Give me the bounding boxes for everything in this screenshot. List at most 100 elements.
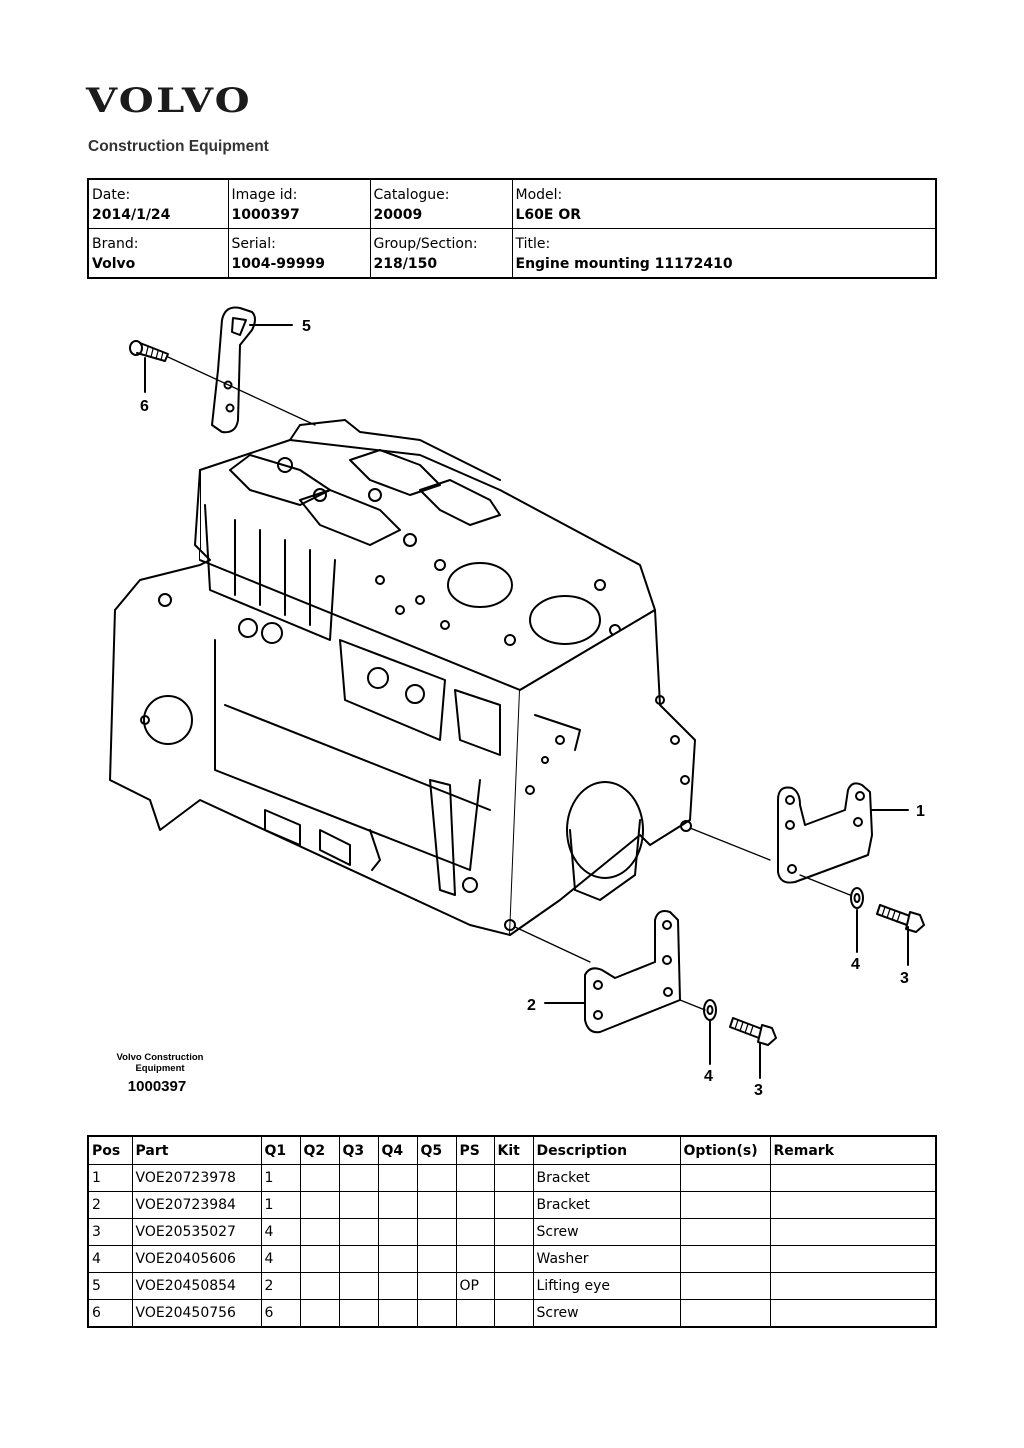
cell-ps <box>455 1245 495 1273</box>
table-row: 2 VOE20723984 1 Bracket <box>87 1191 937 1219</box>
parts-table-header: Pos Part Q1 Q2 Q3 Q4 Q5 PS Kit Descripti… <box>87 1135 937 1165</box>
cell-ps <box>455 1299 495 1328</box>
callout-2: 2 <box>527 997 536 1014</box>
cell-remark <box>769 1272 937 1300</box>
bracket-1 <box>777 782 873 884</box>
cell-part: VOE20405606 <box>131 1245 262 1273</box>
cell-q2 <box>299 1218 340 1246</box>
image-id-cell: Image id: 1000397 <box>227 178 371 229</box>
cell-remark <box>769 1218 937 1246</box>
callout-5: 5 <box>302 318 311 335</box>
cell-q4 <box>377 1299 418 1328</box>
cell-q5 <box>416 1218 457 1246</box>
leader-lines <box>144 324 909 1079</box>
col-q5: Q5 <box>416 1135 457 1165</box>
col-pos: Pos <box>87 1135 133 1165</box>
cell-ps <box>455 1218 495 1246</box>
title-label: Title: <box>515 236 551 252</box>
callout-6: 6 <box>140 398 149 415</box>
image-id-label: Image id: <box>231 187 298 203</box>
group-value: 218/150 <box>373 256 438 272</box>
col-options: Option(s) <box>679 1135 771 1165</box>
cell-q4 <box>377 1191 418 1219</box>
cell-q3 <box>338 1299 379 1328</box>
logo-subtitle: Construction Equipment <box>88 138 269 155</box>
cell-pos: 1 <box>87 1164 133 1192</box>
cell-description: Screw <box>532 1299 681 1328</box>
cell-description: Washer <box>532 1245 681 1273</box>
col-ps: PS <box>455 1135 495 1165</box>
washer-upper <box>850 887 864 909</box>
cell-options <box>679 1218 771 1246</box>
cell-options <box>679 1245 771 1273</box>
table-row: 1 VOE20723978 1 Bracket <box>87 1164 937 1192</box>
model-label: Model: <box>515 187 563 203</box>
catalogue-cell: Catalogue: 20009 <box>369 178 513 229</box>
col-remark: Remark <box>769 1135 937 1165</box>
col-q3: Q3 <box>338 1135 379 1165</box>
cell-pos: 4 <box>87 1245 133 1273</box>
cell-q3 <box>338 1245 379 1273</box>
cell-q1: 6 <box>260 1299 301 1328</box>
cell-kit <box>493 1245 534 1273</box>
cell-remark <box>769 1245 937 1273</box>
cell-description: Bracket <box>532 1164 681 1192</box>
cell-kit <box>493 1218 534 1246</box>
cell-q2 <box>299 1191 340 1219</box>
screw-3-upper <box>876 904 925 933</box>
brand-cell: Brand: Volvo <box>87 228 229 279</box>
group-cell: Group/Section: 218/150 <box>369 228 513 279</box>
screw-3-lower <box>729 1017 777 1046</box>
bracket-2 <box>584 910 681 1034</box>
cell-part: VOE20723978 <box>131 1164 262 1192</box>
cell-kit <box>493 1191 534 1219</box>
callout-3-lower: 3 <box>754 1082 763 1099</box>
cell-options <box>679 1191 771 1219</box>
caption-line2: Equipment <box>135 1063 185 1074</box>
cell-options <box>679 1164 771 1192</box>
table-row: 5 VOE20450854 2 OP Lifting eye <box>87 1272 937 1300</box>
engine-block <box>109 419 696 936</box>
caption-line1: Volvo Construction <box>117 1052 204 1063</box>
cell-q2 <box>299 1299 340 1328</box>
cell-pos: 5 <box>87 1272 133 1300</box>
brand-value: Volvo <box>92 256 136 272</box>
cell-remark <box>769 1164 937 1192</box>
screw-6 <box>129 340 169 362</box>
cell-q2 <box>299 1164 340 1192</box>
washer-lower <box>703 999 717 1021</box>
catalogue-value: 20009 <box>373 207 423 223</box>
callout-1: 1 <box>916 803 925 820</box>
serial-value: 1004-99999 <box>231 256 325 272</box>
cell-description: Lifting eye <box>532 1272 681 1300</box>
date-value: 2014/1/24 <box>92 207 171 223</box>
callout-4-lower: 4 <box>704 1068 713 1085</box>
cell-q4 <box>377 1218 418 1246</box>
table-row: 4 VOE20405606 4 Washer <box>87 1245 937 1273</box>
cell-options <box>679 1272 771 1300</box>
col-q1: Q1 <box>260 1135 301 1165</box>
lifting-eye <box>211 306 256 434</box>
table-row: 6 VOE20450756 6 Screw <box>87 1299 937 1328</box>
model-cell: Model: L60E OR <box>511 178 937 229</box>
cell-q1: 2 <box>260 1272 301 1300</box>
volvo-logo: VOLVO <box>86 84 250 118</box>
cell-pos: 2 <box>87 1191 133 1219</box>
cell-kit <box>493 1164 534 1192</box>
cell-ps <box>455 1164 495 1192</box>
title-value: Engine mounting 11172410 <box>515 256 733 272</box>
cell-options <box>679 1299 771 1328</box>
cell-ps <box>455 1191 495 1219</box>
cell-pos: 6 <box>87 1299 133 1328</box>
metadata-table: Date: 2014/1/24 Image id: 1000397 Catalo… <box>87 178 937 279</box>
logo-wordmark: VOLVO <box>86 81 252 121</box>
parts-table: Pos Part Q1 Q2 Q3 Q4 Q5 PS Kit Descripti… <box>87 1135 937 1328</box>
cell-q4 <box>377 1272 418 1300</box>
cell-q2 <box>299 1272 340 1300</box>
cell-q5 <box>416 1245 457 1273</box>
cell-q5 <box>416 1299 457 1328</box>
cell-q3 <box>338 1218 379 1246</box>
cell-part: VOE20450854 <box>131 1272 262 1300</box>
cell-remark <box>769 1191 937 1219</box>
col-q2: Q2 <box>299 1135 340 1165</box>
